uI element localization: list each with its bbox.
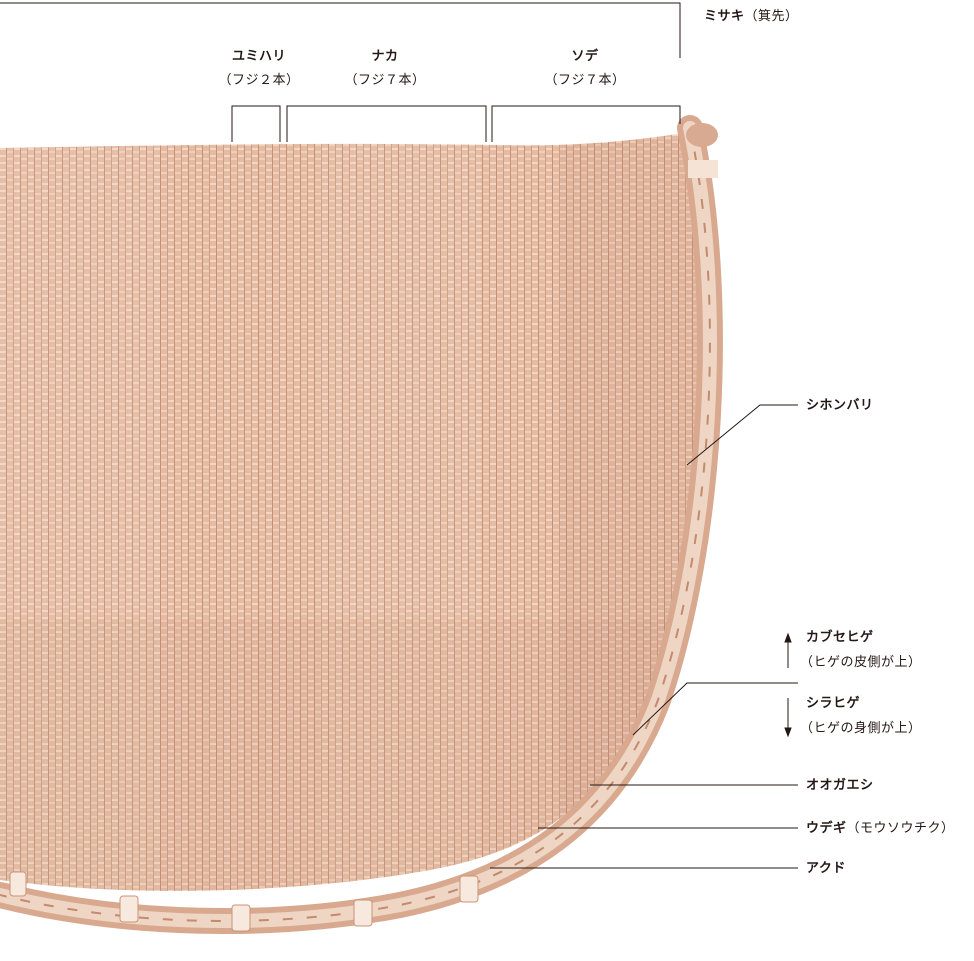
callout-title: アクド	[806, 861, 846, 876]
callout-title: オオガエシ	[806, 778, 874, 793]
callout-akudo: アクド	[806, 860, 846, 877]
callout-shira: シラヒゲ	[806, 695, 860, 712]
callout-shihonbari: シホンバリ	[806, 397, 874, 414]
callout-oogaeshi: オオガエシ	[806, 777, 874, 794]
section-title: ユミハリ	[232, 49, 286, 64]
callout-title: ウデギ	[806, 821, 847, 836]
misaki-sub: （箕先）	[745, 9, 799, 24]
callout-udegi: ウデギ（モウソウチク）	[806, 820, 955, 837]
callout-title: カブセヒゲ	[806, 630, 874, 645]
callout-title: シホンバリ	[806, 398, 874, 413]
callout-sub: （ヒゲの皮側が上）	[800, 655, 922, 670]
callout-sub: （ヒゲの身側が上）	[800, 721, 922, 736]
section-title: ソデ	[571, 49, 598, 64]
callout-kabuse-sub: （ヒゲの皮側が上）	[800, 654, 922, 671]
callout-shira-sub: （ヒゲの身側が上）	[800, 720, 922, 737]
section-sub: （フジ２本）	[218, 73, 299, 88]
section-title: ナカ	[371, 49, 398, 64]
section-sode-sub: （フジ７本）	[530, 72, 640, 89]
section-yumihari-sub: （フジ２本）	[204, 72, 314, 89]
callout-kabuse: カブセヒゲ	[806, 629, 874, 646]
direction-arrows	[785, 634, 791, 736]
section-sub: （フジ７本）	[544, 73, 625, 88]
callout-sub: （モウソウチク）	[847, 821, 955, 836]
section-naka-sub: （フジ７本）	[330, 72, 440, 89]
section-sode: ソデ	[540, 48, 630, 65]
section-brackets	[232, 106, 680, 142]
section-naka: ナカ	[340, 48, 430, 65]
section-sub: （フジ７本）	[344, 73, 425, 88]
callout-title: シラヒゲ	[806, 696, 860, 711]
misaki-title: ミサキ	[704, 9, 745, 24]
misaki-label: ミサキ（箕先）	[704, 8, 799, 25]
section-yumihari: ユミハリ	[214, 48, 304, 65]
